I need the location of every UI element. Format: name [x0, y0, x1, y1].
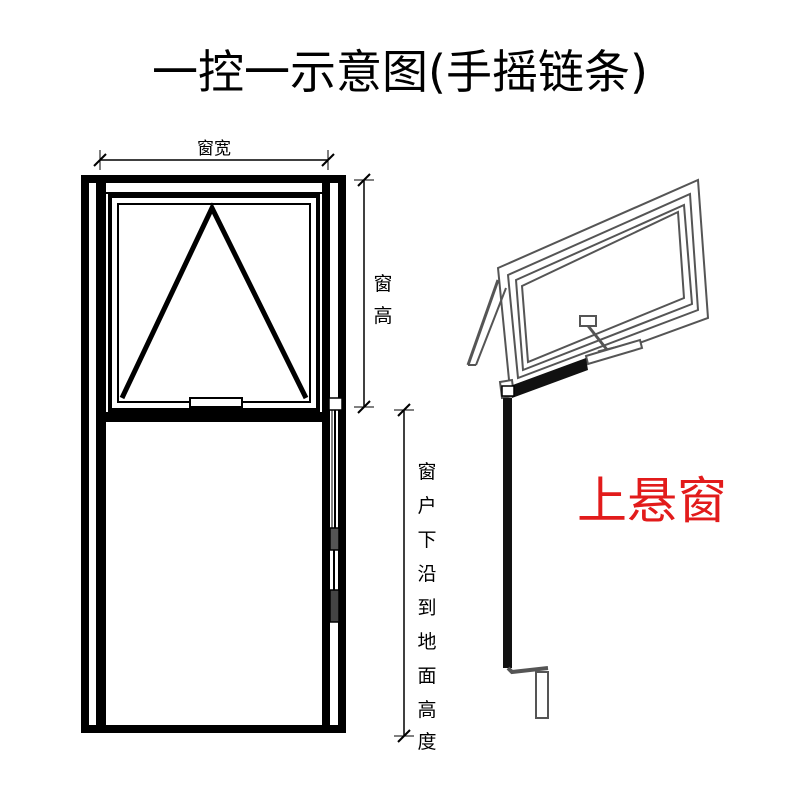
window-type-label: 上悬窗: [577, 472, 727, 530]
svg-text:户: 户: [417, 495, 436, 517]
crank-chain-device: [328, 397, 343, 623]
chain-actuator: [501, 358, 588, 719]
svg-text:高: 高: [417, 699, 436, 721]
front-view-frame: [81, 175, 346, 733]
svg-text:到: 到: [417, 597, 436, 619]
sill-height-dimension: [394, 403, 414, 743]
svg-text:沿: 沿: [417, 563, 436, 585]
sill-height-label: 窗 户 下 沿 到 地 面 高 度: [417, 461, 436, 753]
window-width-label: 窗宽: [197, 139, 231, 159]
perspective-window: [466, 178, 710, 400]
svg-text:地: 地: [417, 631, 436, 653]
window-height-label-2: 高: [373, 305, 392, 327]
height-dimension: [354, 173, 374, 414]
svg-text:下: 下: [417, 529, 436, 551]
svg-text:度: 度: [417, 731, 436, 753]
svg-text:窗: 窗: [417, 461, 436, 483]
svg-text:面: 面: [417, 665, 436, 687]
width-dimension: [93, 150, 335, 170]
window-height-label-1: 窗: [373, 273, 392, 295]
diagram-title: 一控一示意图(手摇链条): [152, 45, 648, 99]
